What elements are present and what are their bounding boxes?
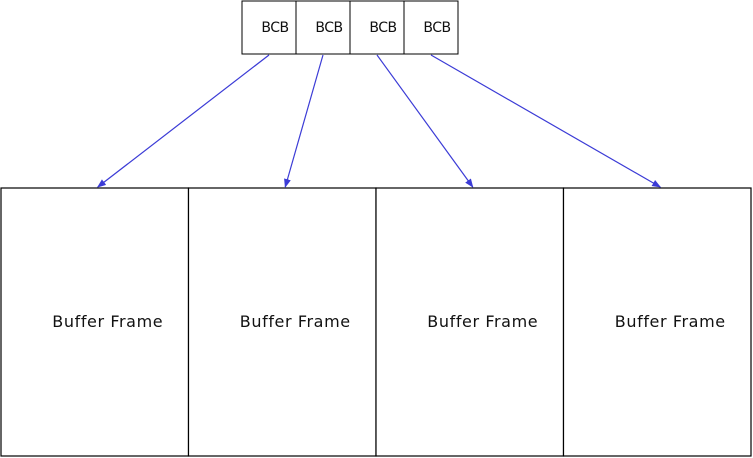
buffer-frame-label: Buffer Frame: [427, 312, 538, 331]
bcb-box: [349, 0, 405, 55]
buffer-frame-box: [187, 187, 377, 457]
buffer-frame-box: [562, 187, 752, 457]
pointer-arrow: [376, 54, 474, 188]
bcb-box: [403, 0, 459, 55]
buffer-frame-label: Buffer Frame: [615, 312, 726, 331]
buffer-frame: Buffer Frame: [0, 187, 190, 457]
buffer-frame-label: Buffer Frame: [52, 312, 163, 331]
pointer-arrow: [430, 54, 662, 188]
buffer-frame: Buffer Frame: [187, 187, 377, 457]
buffer-frame: Buffer Frame: [375, 187, 565, 457]
buffer-frame-label: Buffer Frame: [240, 312, 351, 331]
bcb-block: BCB: [241, 0, 297, 55]
bcb-box: [241, 0, 297, 55]
bcb-block: BCB: [295, 0, 351, 55]
pointer-arrow: [96, 54, 270, 188]
bcb-block: BCB: [349, 0, 405, 55]
buffer-frame: Buffer Frame: [562, 187, 752, 457]
bcb-label: BCB: [261, 20, 288, 36]
pointer-arrows-group: [96, 54, 662, 188]
buffer-frame-box: [375, 187, 565, 457]
bcb-label: BCB: [423, 20, 450, 36]
bcb-label: BCB: [315, 20, 342, 36]
bcb-row-group: BCB BCB BCB BCB: [241, 0, 459, 55]
buffer-frame-box: [0, 187, 190, 457]
bcb-label: BCB: [369, 20, 396, 36]
buffer-frames-group: Buffer Frame Buffer Frame Buffer Frame Buff…: [0, 187, 752, 457]
bcb-block: BCB: [403, 0, 459, 55]
pointer-arrow: [284, 54, 324, 188]
bcb-box: [295, 0, 351, 55]
